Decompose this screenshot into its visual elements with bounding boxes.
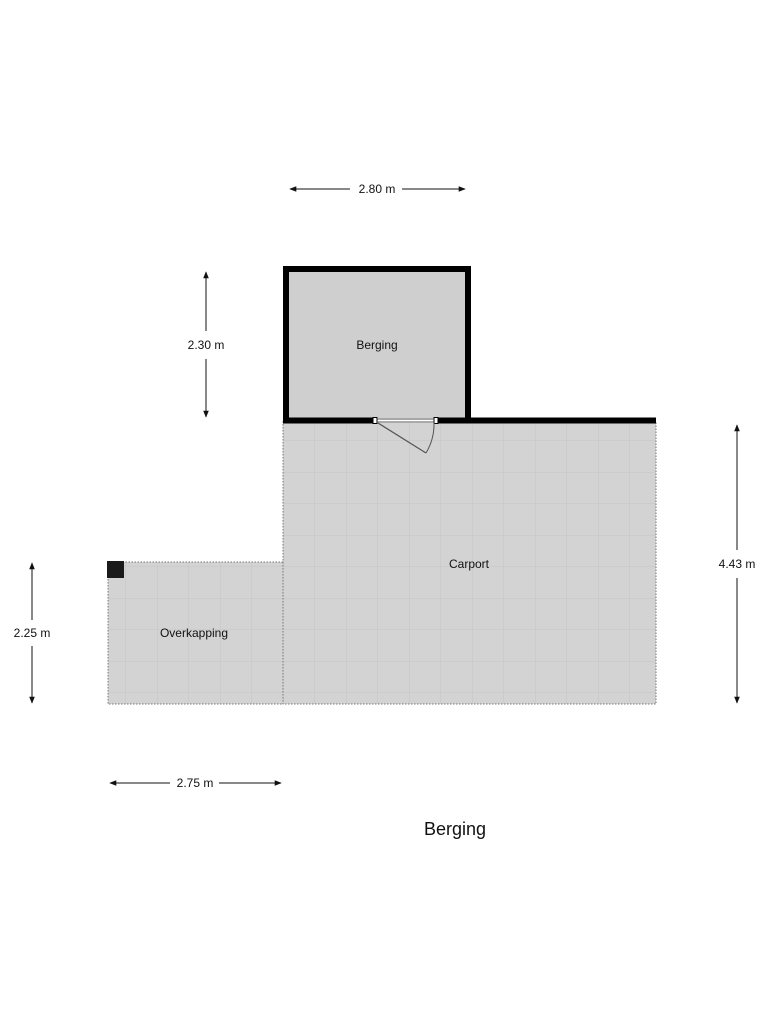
- room-label-berging: Berging: [356, 338, 397, 352]
- dimension-overkapping-depth: 2.25 m: [14, 562, 51, 704]
- dimension-overkapping-width-label: 2.75 m: [177, 776, 214, 790]
- room-label-overkapping: Overkapping: [160, 626, 228, 640]
- door-jamb-left: [372, 417, 378, 424]
- door-sill: [377, 418, 434, 423]
- dimension-overkapping-depth-label: 2.25 m: [14, 626, 51, 640]
- dimension-carport-depth: 4.43 m: [719, 424, 756, 704]
- dimension-overkapping-width: 2.75 m: [109, 776, 282, 790]
- carport-floor: [283, 421, 656, 704]
- room-label-carport: Carport: [449, 557, 490, 571]
- dimension-berging-depth-label: 2.30 m: [188, 338, 225, 352]
- dimension-top-width: 2.80 m: [289, 182, 466, 196]
- berging-floor: [286, 269, 468, 420]
- overkapping-floor: [108, 562, 283, 704]
- column-post: [107, 561, 124, 578]
- dimension-berging-depth: 2.30 m: [188, 271, 225, 418]
- door-leaf: [377, 422, 427, 454]
- dimension-top-width-label: 2.80 m: [359, 182, 396, 196]
- berging-walls: [283, 266, 471, 420]
- dimension-carport-depth-label: 4.43 m: [719, 557, 756, 571]
- door-jamb-right: [433, 417, 439, 424]
- door-swing-arc: [425, 422, 435, 454]
- floor-title: Berging: [424, 819, 486, 839]
- overkapping-outline: [107, 561, 283, 705]
